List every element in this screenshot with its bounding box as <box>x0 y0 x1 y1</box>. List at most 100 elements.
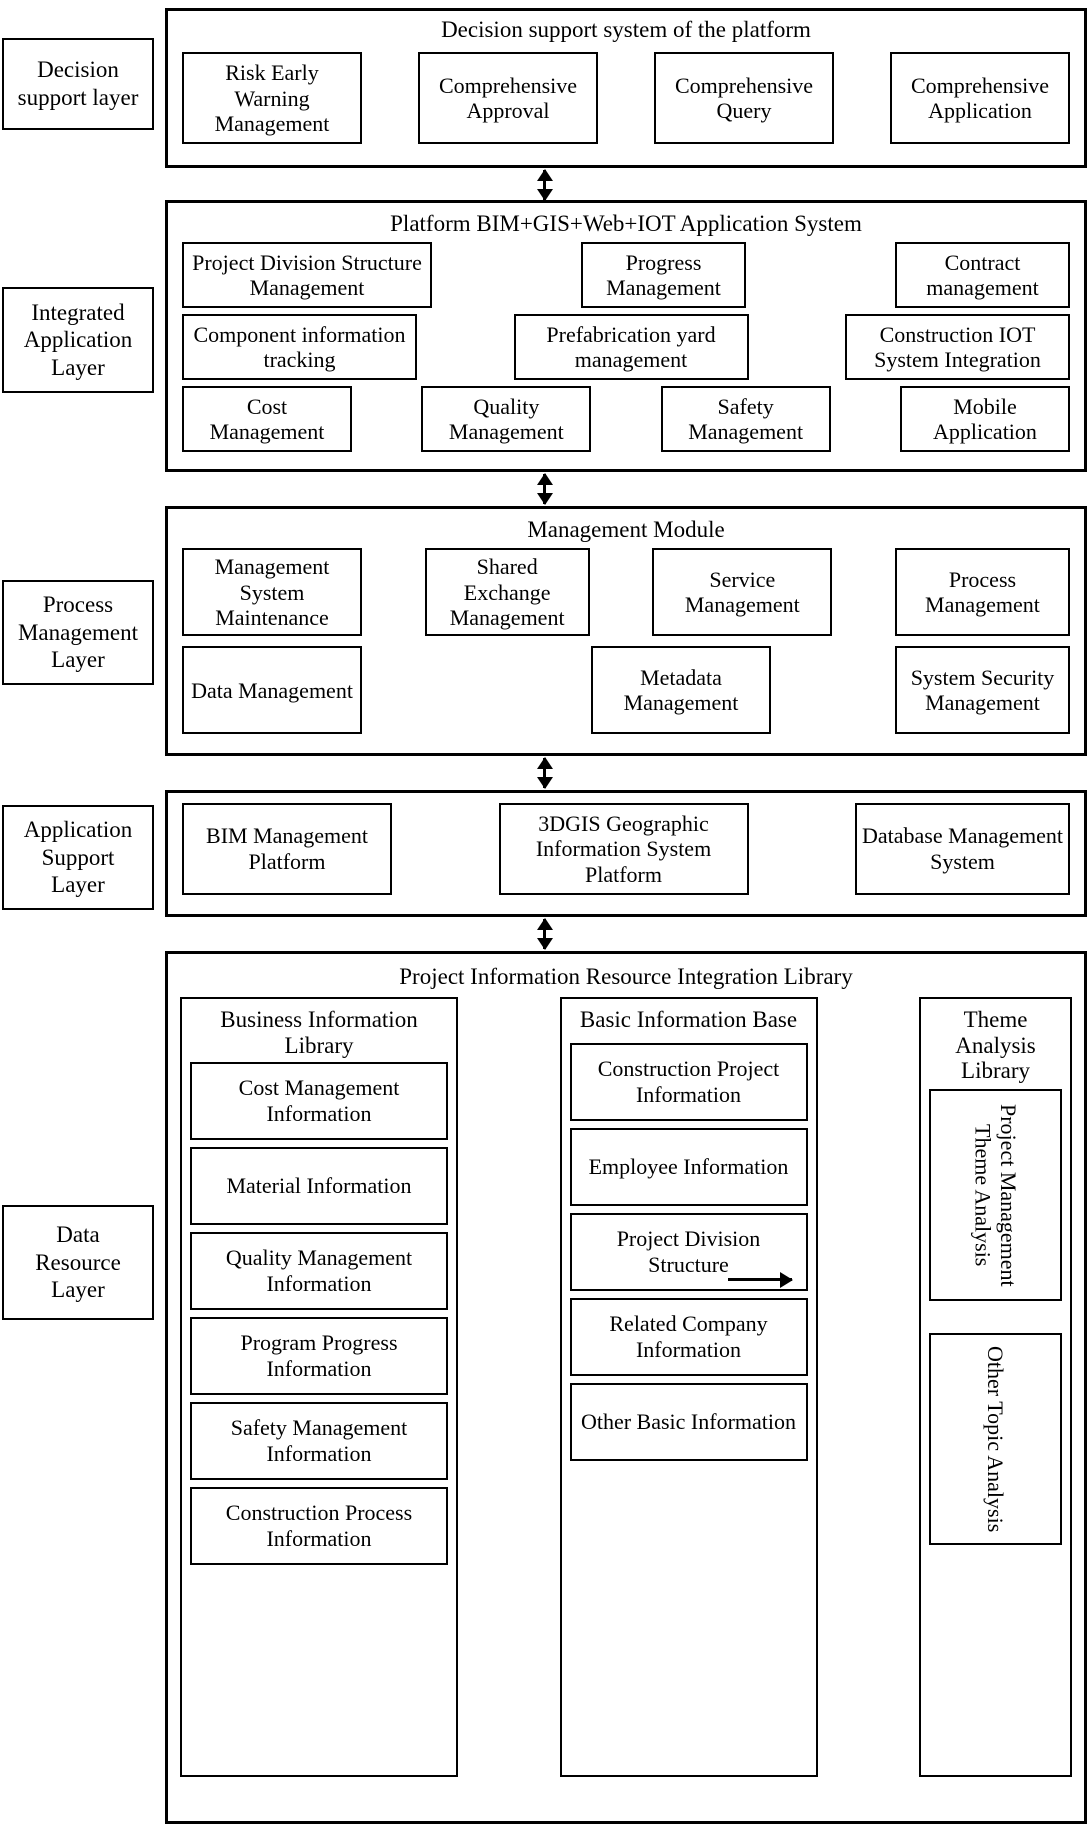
item-label: Related Company Information <box>609 1311 768 1362</box>
item-system-security-management[interactable]: System Security Management <box>895 646 1070 735</box>
item-label: Comprehensive Application <box>910 72 1050 124</box>
application-support-items-row: BIM Management Platform 3DGIS Geographic… <box>182 803 1070 895</box>
item-label: Employee Information <box>588 1153 789 1179</box>
item-data-management[interactable]: Data Management <box>182 646 362 735</box>
item-program-progress-information[interactable]: Program Progress Information <box>190 1316 448 1395</box>
layer-label-text: Integrated Application Layer <box>23 299 133 380</box>
item-label: Metadata Management <box>623 664 739 716</box>
layer-label-text: Application Support Layer <box>23 817 133 898</box>
item-label: Safety Management Information <box>230 1415 408 1466</box>
item-label: Project Division Structure Management <box>192 249 422 301</box>
panel-title-integrated-application: Platform BIM+GIS+Web+IOT Application Sys… <box>390 211 862 236</box>
item-label: Comprehensive Approval <box>438 72 578 124</box>
layer-label-text: Decision support layer <box>17 57 139 110</box>
arrow-application-support-to-data-resource <box>543 919 546 949</box>
layer-label-data-resource: Data Resource Layer <box>2 1205 154 1320</box>
item-label-vertical: Project Management Theme Analysis <box>970 1103 1021 1287</box>
item-prefabrication-yard-management[interactable]: Prefabrication yard management <box>513 314 749 381</box>
item-project-management-theme-analysis[interactable]: Project Management Theme Analysis <box>929 1089 1062 1302</box>
item-management-system-maintenance[interactable]: Management System Maintenance <box>182 548 362 637</box>
item-comprehensive-query[interactable]: Comprehensive Query <box>654 52 834 145</box>
item-label: Quality Management Information <box>225 1245 413 1296</box>
item-project-division-structure-management[interactable]: Project Division Structure Management <box>182 242 432 309</box>
item-project-division-structure[interactable]: Project Division Structure <box>569 1212 808 1291</box>
item-label: System Security Management <box>910 664 1055 716</box>
item-safety-management[interactable]: Safety Management <box>660 386 831 453</box>
item-quality-management-information[interactable]: Quality Management Information <box>190 1231 448 1310</box>
integrated-row-3: Cost Management Quality Management Safet… <box>182 386 1070 453</box>
panel-title-management-module: Management Module <box>527 517 725 542</box>
item-database-management-system[interactable]: Database Management System <box>855 803 1070 895</box>
decision-support-items-row: Risk Early Warning Management Comprehens… <box>182 52 1070 145</box>
item-label: Data Management <box>191 677 353 703</box>
panel-project-information-resource-integration-library: Project Information Resource Integration… <box>165 951 1087 1824</box>
panel-decision-support-system: Decision support system of the platform … <box>165 8 1087 168</box>
column-business-information-library: Business Information Library Cost Manage… <box>180 997 458 1778</box>
item-employee-information[interactable]: Employee Information <box>569 1127 808 1206</box>
item-label: Database Management System <box>862 823 1063 874</box>
integrated-row-1: Project Division Structure Management Pr… <box>182 242 1070 309</box>
item-label: Risk Early Warning Management <box>214 60 330 137</box>
item-label: Project Division Structure <box>616 1226 761 1277</box>
item-component-information-tracking[interactable]: Component information tracking <box>182 314 417 381</box>
item-risk-early-warning-management[interactable]: Risk Early Warning Management <box>182 52 362 145</box>
panel-title-data-resource: Project Information Resource Integration… <box>399 964 853 989</box>
item-process-management[interactable]: Process Management <box>894 548 1070 637</box>
item-bim-management-platform[interactable]: BIM Management Platform <box>182 803 392 895</box>
item-label: Progress Management <box>606 249 721 301</box>
arrow-process-to-application-support <box>543 758 546 788</box>
layer-label-text: Data Resource Layer <box>35 1222 121 1303</box>
process-row-2: Data Management Metadata Management Syst… <box>182 646 1070 735</box>
data-resource-columns: Business Information Library Cost Manage… <box>180 997 1072 1778</box>
layer-label-integrated-application: Integrated Application Layer <box>2 287 154 393</box>
item-progress-management[interactable]: Progress Management <box>581 242 746 309</box>
item-3dgis-geographic-information-system-platform[interactable]: 3DGIS Geographic Information System Plat… <box>498 803 749 895</box>
item-contract-management[interactable]: Contract management <box>895 242 1070 309</box>
item-construction-process-information[interactable]: Construction Process Information <box>190 1486 448 1565</box>
item-safety-management-information[interactable]: Safety Management Information <box>190 1401 448 1480</box>
item-construction-iot-system-integration[interactable]: Construction IOT System Integration <box>845 314 1070 381</box>
integrated-row-2: Component information tracking Prefabric… <box>182 314 1070 381</box>
item-mobile-application[interactable]: Mobile Application <box>899 386 1070 453</box>
item-label: Material Information <box>226 1173 412 1199</box>
column-basic-information-base: Basic Information Base Construction Proj… <box>559 997 818 1778</box>
item-label: Other Basic Information <box>580 1408 797 1434</box>
item-label-vertical: Other Topic Analysis <box>983 1346 1009 1533</box>
arrow-integrated-to-process <box>543 474 546 504</box>
arrow-basic-info-to-theme-analysis <box>728 1278 792 1281</box>
item-label: Service Management <box>684 566 800 618</box>
item-label: Shared Exchange Management <box>449 554 565 631</box>
item-label: Contract management <box>926 249 1039 301</box>
item-other-basic-information[interactable]: Other Basic Information <box>569 1382 808 1461</box>
layer-label-text: Process Management Layer <box>17 592 139 673</box>
column-title-business-information-library: Business Information Library <box>220 1007 418 1058</box>
item-label: Prefabrication yard management <box>546 321 716 373</box>
item-construction-project-information[interactable]: Construction Project Information <box>569 1042 808 1121</box>
item-cost-management[interactable]: Cost Management <box>182 386 352 453</box>
item-related-company-information[interactable]: Related Company Information <box>569 1297 808 1376</box>
item-label: Construction Process Information <box>225 1500 413 1551</box>
item-label: Mobile Application <box>933 393 1037 445</box>
item-label: Construction IOT System Integration <box>874 321 1041 373</box>
item-label: Cost Management <box>209 393 325 445</box>
item-shared-exchange-management[interactable]: Shared Exchange Management <box>424 548 590 637</box>
item-metadata-management[interactable]: Metadata Management <box>591 646 771 735</box>
item-comprehensive-approval[interactable]: Comprehensive Approval <box>418 52 598 145</box>
item-material-information[interactable]: Material Information <box>190 1146 448 1225</box>
panel-application-support: BIM Management Platform 3DGIS Geographic… <box>165 790 1087 917</box>
item-label: BIM Management Platform <box>206 823 368 874</box>
item-label: Construction Project Information <box>597 1056 780 1107</box>
item-label: Management System Maintenance <box>214 554 330 631</box>
item-label: Safety Management <box>688 393 804 445</box>
item-cost-management-information[interactable]: Cost Management Information <box>190 1061 448 1140</box>
process-row-1: Management System Maintenance Shared Exc… <box>182 548 1070 637</box>
item-comprehensive-application[interactable]: Comprehensive Application <box>890 52 1070 145</box>
panel-integrated-application-system: Platform BIM+GIS+Web+IOT Application Sys… <box>165 200 1087 472</box>
item-label: Component information tracking <box>193 321 406 373</box>
item-quality-management[interactable]: Quality Management <box>421 386 592 453</box>
arrow-decision-to-integrated <box>543 170 546 200</box>
item-label: Cost Management Information <box>238 1075 400 1126</box>
item-other-topic-analysis[interactable]: Other Topic Analysis <box>929 1333 1062 1546</box>
item-service-management[interactable]: Service Management <box>652 548 833 637</box>
column-title-basic-information-base: Basic Information Base <box>579 1007 798 1033</box>
